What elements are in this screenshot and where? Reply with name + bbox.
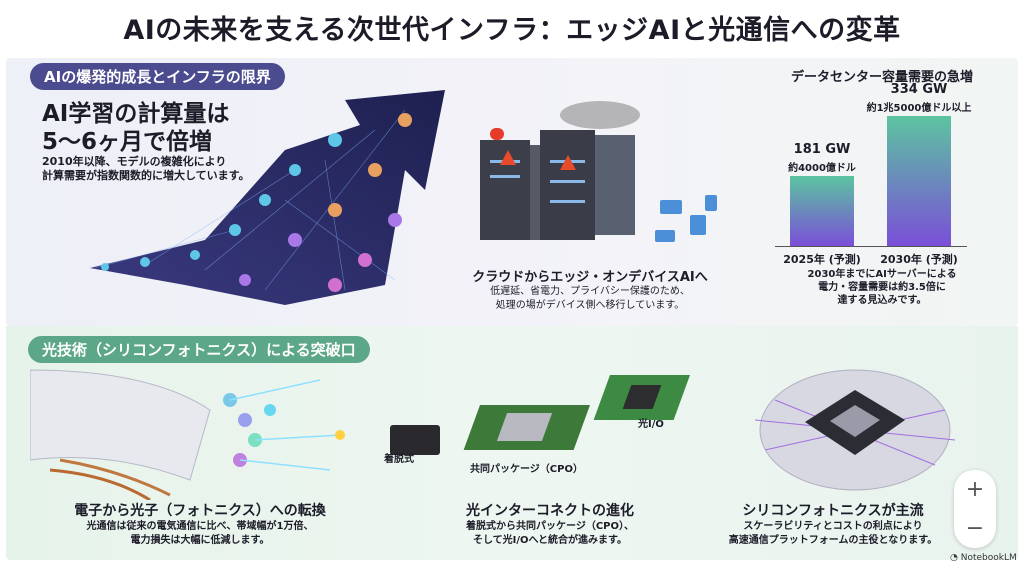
growth-desc: 2010年以降、モデルの複雑化により計算需要が指数関数的に増大しています。 bbox=[42, 155, 250, 183]
zoom-out-button[interactable]: − bbox=[965, 516, 985, 541]
alarm-light-icon bbox=[490, 128, 504, 140]
bar-sub-label: 約1兆5000億ドル以上 bbox=[866, 103, 972, 114]
col2-block: 光インターコネクトの進化 着脱式から共同パッケージ（CPO）、 そして光I/Oへ… bbox=[440, 500, 660, 548]
fiber-cable-illustration bbox=[30, 369, 345, 500]
notebooklm-watermark: ◔ NotebookLM bbox=[950, 553, 1017, 563]
bar-sub-label: 約4000億ドル bbox=[788, 162, 856, 174]
col1-line2: 電力損失は大幅に低減します。 bbox=[130, 535, 270, 546]
col1-block: 電子から光子（フォトニクス）への転換 光通信は従来の電気通信に比べ、帯域幅が1万… bbox=[60, 500, 340, 548]
category-label: 2025年 (予測) bbox=[783, 253, 861, 266]
desc-line2: 計算需要が指数関数的に増大しています。 bbox=[42, 169, 250, 182]
edge-desc-line1: 低遅延、省電力、プライバシー保護のため、 bbox=[490, 286, 690, 297]
zoom-controls: + − bbox=[954, 470, 996, 548]
chip-label-pluggable: 着脱式 bbox=[384, 454, 414, 465]
bar-value-label: 334 GW bbox=[890, 82, 948, 97]
edge-title: クラウドからエッジ・オンデバイスAIへ bbox=[472, 270, 708, 285]
category-label: 2030年 (予測) bbox=[880, 253, 958, 266]
watermark-text: NotebookLM bbox=[960, 553, 1017, 563]
edge-desc-line2: 処理の場がデバイス側へ移行しています。 bbox=[495, 300, 685, 311]
notebooklm-logo-icon: ◔ bbox=[950, 553, 961, 563]
chip-label-optical-io: 光I/O bbox=[638, 419, 664, 430]
chart-note-line3: 達する見込みです。 bbox=[837, 295, 927, 306]
col2-line1: 着脱式から共同パッケージ（CPO）、 bbox=[466, 521, 634, 532]
zoom-in-button[interactable]: + bbox=[965, 477, 985, 502]
headline-line2: 5〜6ヶ月で倍増 bbox=[42, 129, 213, 155]
edge-ai-block: クラウドからエッジ・オンデバイスAIへ 低遅延、省電力、プライバシー保護のため、… bbox=[440, 266, 740, 313]
col1-line1: 光通信は従来の電気通信に比べ、帯域幅が1万倍、 bbox=[86, 521, 314, 532]
col3-block: シリコンフォトニクスが主流 スケーラビリティとコストの利点により 高速通信プラッ… bbox=[718, 500, 948, 548]
col1-title: 電子から光子（フォトニクス）への転換 bbox=[74, 503, 326, 519]
headline-line1: AI学習の計算量は bbox=[42, 101, 230, 127]
chart-note-line1: 2030年までにAIサーバーによる bbox=[807, 269, 957, 280]
col2-title: 光インターコネクトの進化 bbox=[466, 503, 634, 519]
bar-value-label: 181 GW bbox=[793, 141, 851, 157]
chip-label-cpo: 共同パッケージ（CPO） bbox=[470, 464, 583, 475]
server-rack-illustration bbox=[480, 101, 717, 242]
bar-1 bbox=[790, 175, 854, 246]
col2-line2: そして光I/Oへと統合が進みます。 bbox=[472, 535, 628, 546]
col3-line1: スケーラビリティとコストの利点により bbox=[743, 521, 923, 532]
network-arrow-illustration bbox=[90, 90, 445, 305]
page-title: AIの未来を支える次世代インフラ：エッジAIと光通信への変革 bbox=[123, 15, 901, 46]
bar-2 bbox=[887, 116, 951, 246]
chart-title: データセンター容量需要の急増 bbox=[790, 70, 973, 85]
chip-evolution-illustration bbox=[390, 375, 690, 455]
section-label-ai-growth: AIの爆発的成長とインフラの限界 bbox=[30, 63, 285, 90]
col3-line2: 高速通信プラットフォームの主役となります。 bbox=[728, 535, 938, 546]
chart-note-line2: 電力・容量需要は約3.5倍に bbox=[818, 282, 946, 293]
col3-title: シリコンフォトニクスが主流 bbox=[742, 503, 924, 519]
chart-baseline bbox=[775, 246, 967, 247]
silicon-wafer-illustration bbox=[755, 369, 955, 491]
capacity-chart: データセンター容量需要の急増 181 GW 約4000億ドル 2025年 (予測) 3… bbox=[740, 62, 1024, 327]
section-label-photonics: 光技術（シリコンフォトニクス）による突破口 bbox=[28, 336, 370, 363]
desc-line1: 2010年以降、モデルの複雑化により bbox=[42, 155, 227, 168]
